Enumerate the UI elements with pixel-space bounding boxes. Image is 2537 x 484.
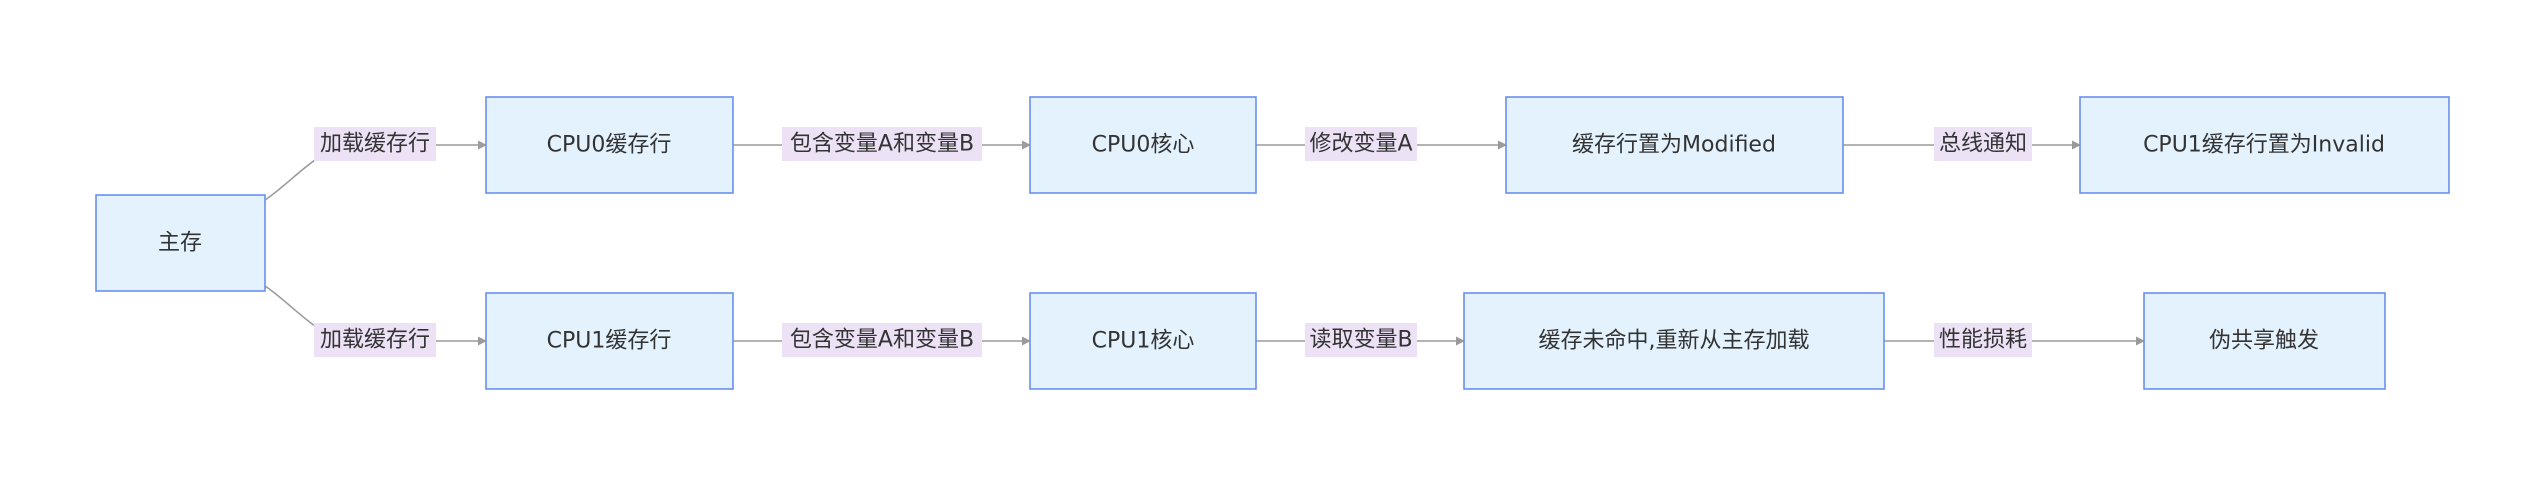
edge-label-contains-ab-bottom: 包含变量A和变量B [782, 323, 982, 357]
node-label: CPU0缓存行 [547, 133, 672, 158]
edge-label-load-line-top: 加载缓存行 [314, 127, 436, 161]
edge-label-modify-a: 修改变量A [1305, 127, 1417, 161]
edge-label-read-b: 读取变量B [1305, 323, 1417, 357]
edge-label-text: 包含变量A和变量B [790, 328, 974, 353]
node-label: 主存 [158, 231, 202, 256]
edge-label-text: 总线通知 [1939, 132, 2027, 157]
edge-label-text: 加载缓存行 [320, 328, 430, 353]
edge-label-text: 修改变量A [1309, 132, 1412, 157]
edge-label-perf-cost: 性能损耗 [1934, 323, 2032, 357]
node-label: CPU1核心 [1092, 329, 1195, 354]
node-label: CPU1缓存行 [547, 329, 672, 354]
node-cpu0-core: CPU0核心 [1029, 96, 1257, 194]
nodes: 主存 CPU0缓存行 CPU0核心 缓存行置为Modified CPU1缓存行置… [95, 96, 2450, 390]
node-cache-line-modified: 缓存行置为Modified [1505, 96, 1844, 194]
node-main-memory: 主存 [95, 194, 266, 292]
node-cpu1-core: CPU1核心 [1029, 292, 1257, 390]
edge-label-load-line-bottom: 加载缓存行 [314, 323, 436, 357]
node-label: 缓存行置为Modified [1572, 133, 1776, 158]
edge-label-bus-notify: 总线通知 [1934, 127, 2032, 161]
edge-label-text: 性能损耗 [1939, 328, 2027, 353]
node-cache-miss-reload: 缓存未命中,重新从主存加载 [1463, 292, 1885, 390]
edge-label-text: 加载缓存行 [320, 132, 430, 157]
node-cpu1-cache-line: CPU1缓存行 [485, 292, 734, 390]
node-cpu1-cache-invalid: CPU1缓存行置为Invalid [2079, 96, 2450, 194]
edge-label-contains-ab-top: 包含变量A和变量B [782, 127, 982, 161]
node-label: CPU1缓存行置为Invalid [2143, 133, 2385, 158]
edge-label-text: 读取变量B [1309, 328, 1412, 353]
node-cpu0-cache-line: CPU0缓存行 [485, 96, 734, 194]
node-label: CPU0核心 [1092, 133, 1195, 158]
edge-labels: 加载缓存行 包含变量A和变量B 修改变量A 总线通知 加载缓存行 包含变量A和变… [314, 127, 2032, 357]
edge-label-text: 包含变量A和变量B [790, 132, 974, 157]
node-label: 缓存未命中,重新从主存加载 [1539, 329, 1810, 354]
node-label: 伪共享触发 [2209, 329, 2319, 354]
node-false-sharing: 伪共享触发 [2143, 292, 2386, 390]
